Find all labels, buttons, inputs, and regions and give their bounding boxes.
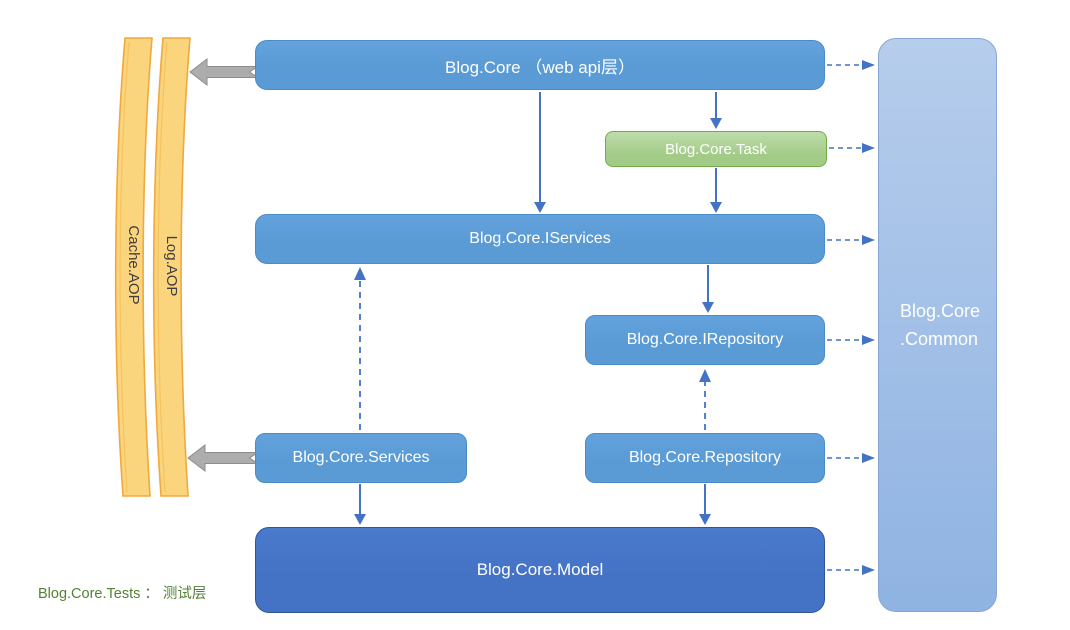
irepository-label: Blog.Core.IRepository bbox=[626, 331, 784, 348]
arrow-task-to-iservices bbox=[710, 168, 722, 213]
iservices-box: Blog.Core.IServices bbox=[255, 214, 825, 264]
repository-label: Blog.Core.Repository bbox=[628, 449, 782, 466]
cache-aop-ribbon bbox=[114, 37, 153, 497]
log-aop-label: Log.AOP bbox=[163, 236, 180, 297]
dashed-arrow-irepository-to-common bbox=[827, 335, 875, 345]
services-box: Blog.Core.Services bbox=[255, 433, 467, 483]
dashed-arrow-iservices-to-common bbox=[827, 235, 875, 245]
log-aop-ribbon bbox=[152, 37, 191, 497]
webapi-layer-label: Blog.Core （web api层） bbox=[445, 57, 635, 77]
common-label: Blog.Core .Common bbox=[900, 301, 981, 349]
task-box: Blog.Core.Task bbox=[605, 131, 827, 167]
legend-notes: Blog.Core.Tests ： 测试层 Blog.Core.Frame： 模… bbox=[38, 544, 210, 630]
task-label: Blog.Core.Task bbox=[665, 140, 767, 158]
arrow-iservices-to-irepository bbox=[702, 265, 714, 313]
dashed-arrow-services-to-iservices bbox=[354, 267, 366, 430]
model-label: Blog.Core.Model bbox=[476, 560, 604, 579]
repository-box: Blog.Core.Repository bbox=[585, 433, 825, 483]
legend-tests-line: Blog.Core.Tests ： 测试层 bbox=[38, 586, 207, 602]
arrow-repository-to-model bbox=[699, 484, 711, 525]
dashed-arrow-webapi-to-common bbox=[827, 60, 875, 70]
irepository-box: Blog.Core.IRepository bbox=[585, 315, 825, 365]
iservices-label: Blog.Core.IServices bbox=[469, 230, 611, 247]
services-label: Blog.Core.Services bbox=[292, 449, 430, 466]
dashed-arrow-repository-to-common bbox=[827, 453, 875, 463]
cache-aop-label: Cache.AOP bbox=[125, 225, 142, 304]
webapi-layer-box: Blog.Core （web api层） bbox=[255, 40, 825, 90]
dashed-arrow-repository-to-irepository bbox=[699, 369, 711, 430]
common-box: Blog.Core .Common bbox=[878, 38, 997, 612]
gray-arrow-services-to-aop bbox=[187, 443, 260, 473]
model-box: Blog.Core.Model bbox=[255, 527, 825, 613]
arrow-webapi-to-iservices bbox=[534, 92, 546, 213]
gray-arrow-webapi-to-aop bbox=[189, 57, 260, 87]
dashed-arrow-task-to-common bbox=[829, 143, 875, 153]
arrow-services-to-model bbox=[354, 484, 366, 525]
dashed-arrow-model-to-common bbox=[827, 565, 875, 575]
arrow-webapi-to-task bbox=[710, 92, 722, 129]
